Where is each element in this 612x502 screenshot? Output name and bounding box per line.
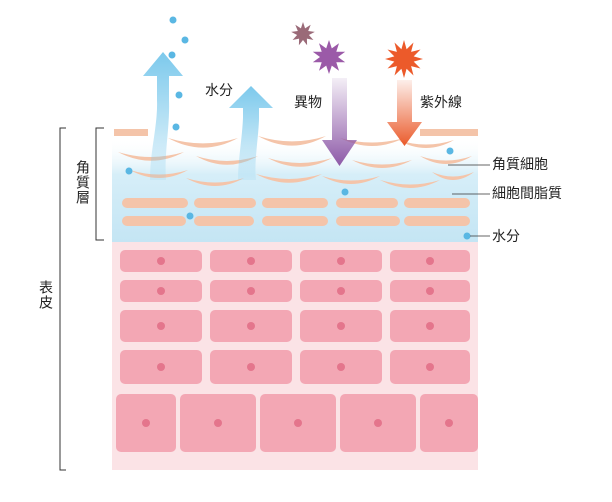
foreign-arrow xyxy=(322,78,357,166)
corneocyte-flake xyxy=(186,178,244,186)
foreign-particle-icon xyxy=(312,40,346,74)
corneocyte-flake xyxy=(420,156,472,164)
cell-nucleus xyxy=(426,322,434,330)
stratum-corneum-bracket xyxy=(95,127,104,241)
water-droplets xyxy=(125,16,471,240)
corneocyte-flake xyxy=(352,160,412,168)
corneocyte-flake xyxy=(322,176,380,184)
epidermis-label: 表皮 xyxy=(37,280,53,310)
water-droplet xyxy=(169,16,177,24)
lipid-label: 細胞間脂質 xyxy=(492,186,562,202)
corneocyte-flake xyxy=(130,170,188,178)
lipid-zone xyxy=(112,138,478,242)
water-side-label: 水分 xyxy=(492,229,520,245)
cell-nucleus xyxy=(374,419,382,427)
cell-nucleus xyxy=(426,363,434,371)
cell-nucleus xyxy=(247,322,255,330)
cell-nucleus xyxy=(247,257,255,265)
cell-nucleus xyxy=(157,257,165,265)
small-particle-icon xyxy=(291,22,315,46)
corneocyte-flake xyxy=(268,158,332,167)
corneocyte-bar xyxy=(262,216,328,226)
corneocyte-flake xyxy=(340,138,404,146)
cell-nucleus xyxy=(445,419,453,427)
corneocyte-bar xyxy=(404,216,470,226)
water-droplet xyxy=(446,147,454,155)
cell-nucleus xyxy=(142,419,150,427)
cell-nucleus xyxy=(294,419,302,427)
cell-nucleus xyxy=(426,257,434,265)
corneocyte-flake xyxy=(168,138,238,148)
cell-nucleus xyxy=(337,287,345,295)
uv-arrow xyxy=(387,80,422,146)
corneocyte-flake xyxy=(398,140,454,148)
cell-nucleus xyxy=(337,322,345,330)
corneocyte-bar xyxy=(404,198,470,208)
particles xyxy=(291,22,423,78)
corneocyte-bar xyxy=(122,198,188,208)
cell-nucleus xyxy=(337,257,345,265)
water-droplet xyxy=(463,232,471,240)
corneocyte-strip xyxy=(420,129,478,136)
corneocyte-flake xyxy=(380,180,440,188)
corneocyte-flake xyxy=(432,172,474,180)
water-droplet xyxy=(341,188,349,196)
cell-nucleus xyxy=(157,287,165,295)
uv-label: 紫外線 xyxy=(420,95,462,111)
corneocyte-bar xyxy=(122,216,186,226)
water-droplet xyxy=(175,91,183,99)
cell-nucleus xyxy=(157,363,165,371)
corneocyte-bar xyxy=(194,216,254,226)
epidermis-bracket xyxy=(59,127,66,471)
corneocyte-layer xyxy=(114,129,478,226)
water-arrow-right xyxy=(229,86,273,180)
epidermis-cells xyxy=(116,250,478,452)
corneocyte-flake xyxy=(256,174,322,183)
water-top-label: 水分 xyxy=(205,83,233,99)
water-droplet xyxy=(186,212,194,220)
cell-nucleus xyxy=(426,287,434,295)
water-droplet xyxy=(125,167,133,175)
water-droplet xyxy=(168,51,176,59)
stratum-corneum-label: 角質層 xyxy=(74,160,90,205)
corneocyte-label: 角質細胞 xyxy=(492,157,548,173)
corneocyte-bar xyxy=(194,198,256,208)
cell-nucleus xyxy=(157,322,165,330)
cell-nucleus xyxy=(247,287,255,295)
cell-nucleus xyxy=(337,363,345,371)
water-droplet xyxy=(181,36,189,44)
corneocyte-bar xyxy=(336,216,400,226)
foreign-matter-label: 異物 xyxy=(294,95,322,111)
corneocyte-bar xyxy=(336,198,398,208)
cell-nucleus xyxy=(247,363,255,371)
water-arrow-left xyxy=(143,52,183,180)
uv-burst-icon xyxy=(385,40,423,78)
corneocyte-bar xyxy=(262,198,328,208)
corneocyte-flake xyxy=(118,152,184,161)
cell-nucleus xyxy=(214,419,222,427)
water-droplet xyxy=(172,123,180,131)
corneocyte-strip xyxy=(114,129,148,136)
corneocyte-flake xyxy=(258,136,326,146)
